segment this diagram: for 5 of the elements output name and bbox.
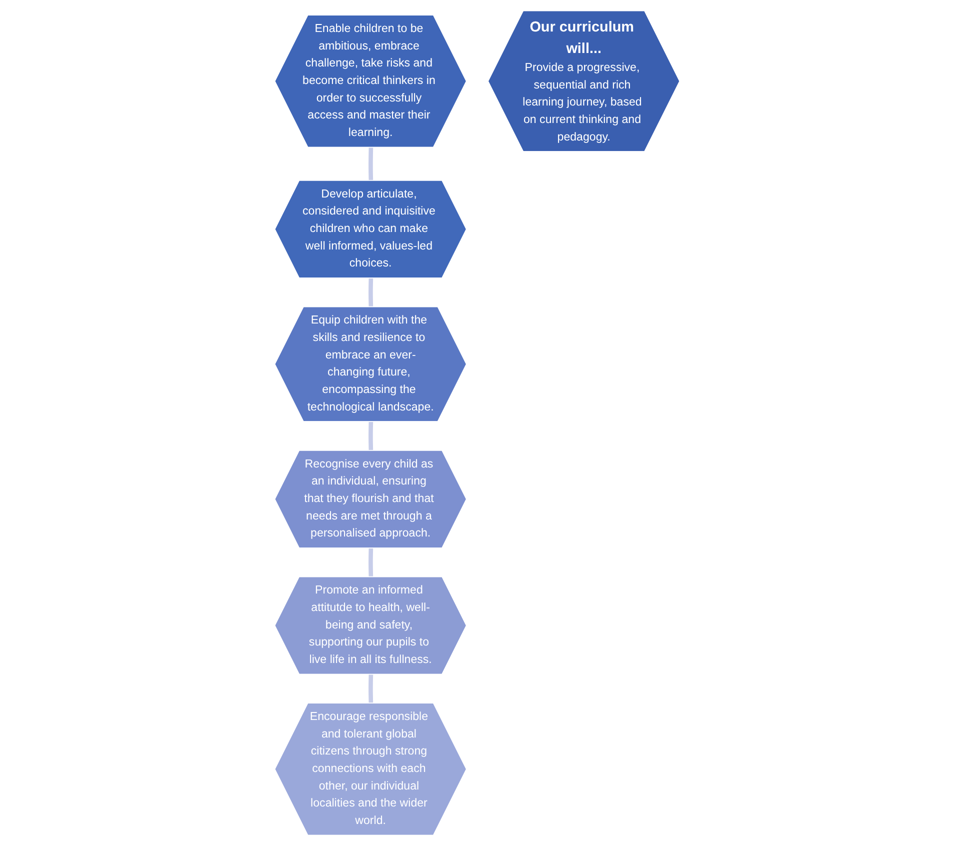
connector (368, 674, 374, 704)
connector (368, 148, 374, 181)
connector (368, 278, 374, 308)
connector (368, 422, 374, 451)
connector (368, 548, 374, 578)
